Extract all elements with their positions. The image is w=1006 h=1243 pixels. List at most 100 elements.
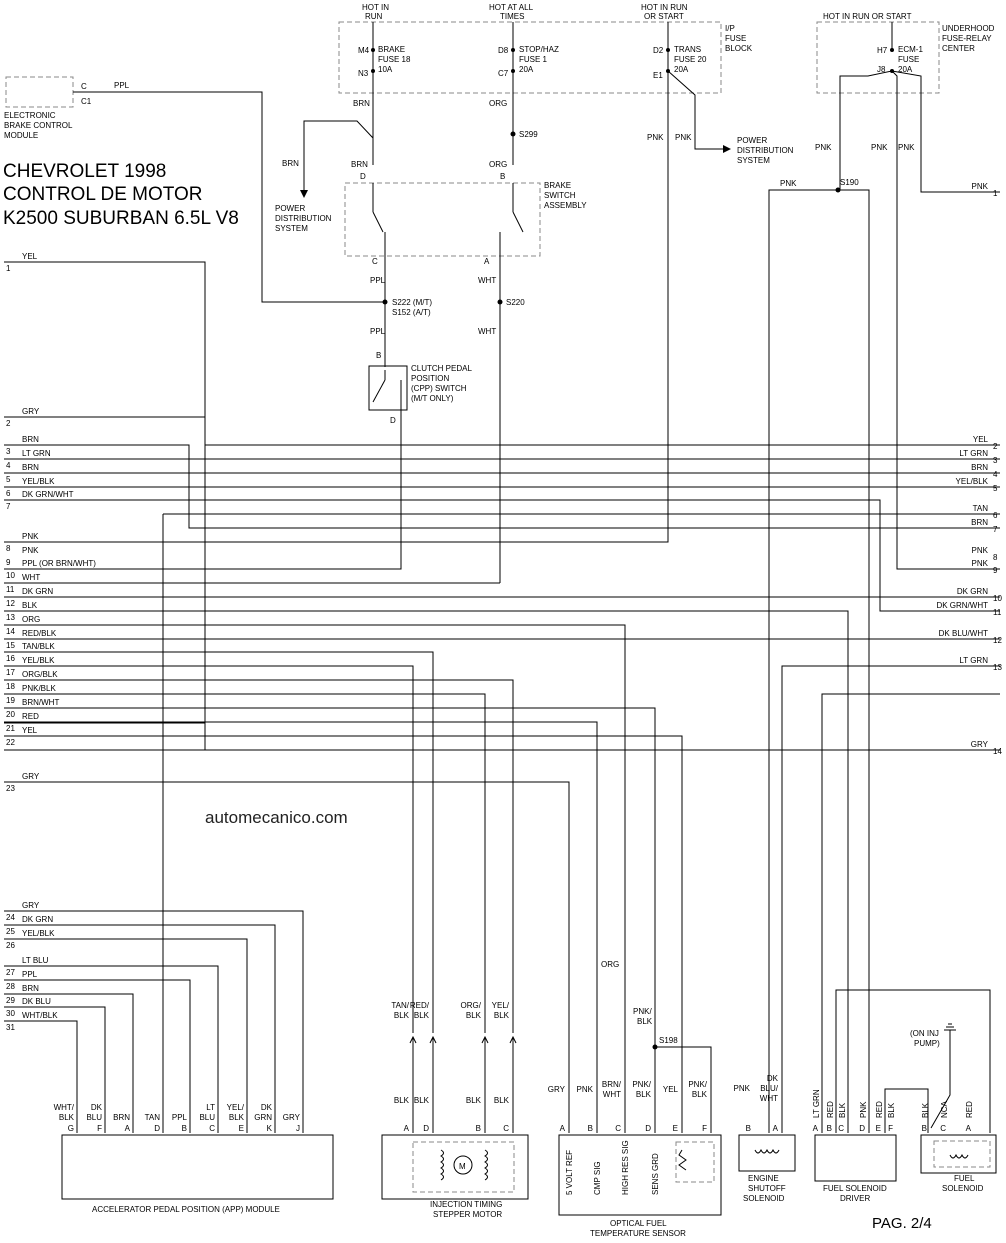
- right-wire-color: DK GRN/WHT: [936, 601, 988, 610]
- ppl-label-2: PPL: [370, 327, 386, 336]
- sensor-pin-wire: WHT: [603, 1090, 621, 1099]
- right-wire-color: LT GRN: [959, 656, 988, 665]
- uh-pnk-b: PNK: [871, 143, 888, 152]
- cpp-output-wire: [4, 430, 402, 570]
- ebcm-pin-c: C: [81, 82, 87, 91]
- sensor-pin-wire: BLK: [692, 1090, 708, 1099]
- shutoff-pin-wire: DK: [767, 1074, 779, 1083]
- sensor-pin-letter: B: [588, 1124, 593, 1133]
- left-wire-color: DK GRN: [22, 915, 53, 924]
- right-wire-number: 5: [993, 484, 998, 493]
- right-wire-number: 3: [993, 456, 998, 465]
- splice-s220-dot: [497, 299, 503, 305]
- stepper-label-2: STEPPER MOTOR: [433, 1210, 502, 1219]
- fsd-pin-letter: E: [876, 1124, 881, 1133]
- bs-label-2: SWITCH: [544, 191, 576, 200]
- shutoff-label-3: SOLENOID: [743, 1194, 785, 1203]
- left-wire-number: 9: [6, 558, 11, 567]
- right-wire-number: 14: [993, 747, 1002, 756]
- right-wire-number: 9: [993, 566, 998, 575]
- s190-to-fsd: [838, 189, 870, 1133]
- page-label: PAG. 2/4: [872, 1215, 932, 1232]
- right-wire-color: BRN: [971, 518, 988, 527]
- fsd-pin-wire: BLK: [838, 1102, 847, 1118]
- stepper-upper-wire: YEL/: [492, 1001, 510, 1010]
- left-wire-number: 8: [6, 544, 11, 553]
- s190-to-shutoff: [768, 189, 838, 1133]
- left-wire-number: 30: [6, 1009, 15, 1018]
- right-wire-number: 1: [993, 189, 998, 198]
- uh-label-1: UNDERHOOD: [942, 24, 995, 33]
- on-inj-pump-2: PUMP): [914, 1039, 940, 1048]
- app-pin-letter: E: [239, 1124, 244, 1133]
- left-wire-number: 28: [6, 982, 15, 991]
- left-wire-color: PPL: [22, 970, 38, 979]
- app-pin-wire: LT: [206, 1103, 215, 1112]
- sensor-pin-letter: C: [615, 1124, 621, 1133]
- fsd-pin-letter: F: [888, 1124, 893, 1133]
- bus-wires: [4, 261, 1000, 1133]
- left-wire-color: BRN: [22, 435, 39, 444]
- clutch-pedal-switch: CLUTCH PEDAL POSITION (CPP) SWITCH (M/T …: [368, 364, 472, 430]
- diagram-title: CHEVROLET 1998 CONTROL DE MOTOR K2500 SU…: [3, 161, 239, 229]
- bs-pin-a: A: [484, 257, 490, 266]
- stepper-lower-wire: BLK: [494, 1096, 510, 1105]
- brake-wire-brn: BRN: [353, 99, 370, 108]
- cpp-box: [368, 365, 408, 411]
- stepper-upper-wire: BLK: [494, 1011, 510, 1020]
- stepper-upper-wire: RED/: [410, 1001, 430, 1010]
- left-wire-number: 4: [6, 461, 11, 470]
- optical-label-1: OPTICAL FUEL: [610, 1219, 667, 1228]
- left-wire-number: 15: [6, 641, 15, 650]
- fsd-pin-letter: B: [827, 1124, 832, 1133]
- left-wire-number: 2: [6, 419, 11, 428]
- trans-fuse-top: [666, 48, 670, 52]
- pin-e1: E1: [653, 71, 663, 80]
- sensor-pin-signal: SENS GRD: [651, 1153, 660, 1195]
- left-wire-number: 23: [6, 784, 15, 793]
- app-pin-letter: G: [68, 1124, 74, 1133]
- fsd-pin-wire: LT GRN: [812, 1089, 821, 1118]
- stepper-label-1: INJECTION TIMING: [430, 1200, 502, 1209]
- cpp-pin-b: B: [376, 351, 381, 360]
- app-pin-letter: A: [125, 1124, 131, 1133]
- ecm-fuse-name: ECM-1: [898, 45, 923, 54]
- fsd-pin-letter: C: [838, 1124, 844, 1133]
- ebcm-label-3: MODULE: [4, 131, 38, 140]
- stepper-upper-wire: BLK: [466, 1011, 482, 1020]
- ip-label-2: FUSE: [725, 34, 746, 43]
- pin-m4: M4: [358, 46, 370, 55]
- brake-fuse-top: [371, 48, 375, 52]
- stop-fuse-bottom: [511, 69, 515, 73]
- app-pin-wire: YEL/: [227, 1103, 245, 1112]
- optical-box: [558, 1134, 722, 1216]
- left-wire-number: 22: [6, 738, 15, 747]
- trans-fuse-wire: [4, 22, 669, 543]
- optical-label-2: TEMPERATURE SENSOR: [590, 1229, 686, 1238]
- shutoff-label-2: SHUTOFF: [748, 1184, 786, 1193]
- sensor-pin-wire: YEL: [663, 1085, 679, 1094]
- splice-s220: S220: [506, 298, 525, 307]
- app-pin-wire: TAN: [145, 1113, 161, 1122]
- left-wire-color: BLK: [22, 601, 38, 610]
- title-line-3: K2500 SUBURBAN 6.5L V8: [3, 208, 239, 229]
- sensor-pin-letter: A: [560, 1124, 566, 1133]
- trans-fuse-num: FUSE 20: [674, 55, 707, 64]
- bs-label-3: ASSEMBLY: [544, 201, 587, 210]
- left-wire-color: WHT: [22, 573, 40, 582]
- sensor-pin-wire: PNK/: [688, 1080, 707, 1089]
- shutoff-pin-wire: WHT: [760, 1094, 778, 1103]
- shutoff-pin-letter: A: [773, 1124, 779, 1133]
- ebcm-box: [5, 76, 74, 108]
- left-wire-color: GRY: [22, 407, 40, 416]
- fuel-solenoid: FUEL SOLENOID: [920, 1134, 997, 1193]
- ebcm-ppl-wire: [78, 91, 385, 303]
- trans-wire-pnk-a: PNK: [647, 133, 664, 142]
- fsd-pin-letter: D: [859, 1124, 865, 1133]
- sensor-pin-signal: CMP SIG: [593, 1161, 602, 1195]
- left-wire-color: YEL/BLK: [22, 477, 55, 486]
